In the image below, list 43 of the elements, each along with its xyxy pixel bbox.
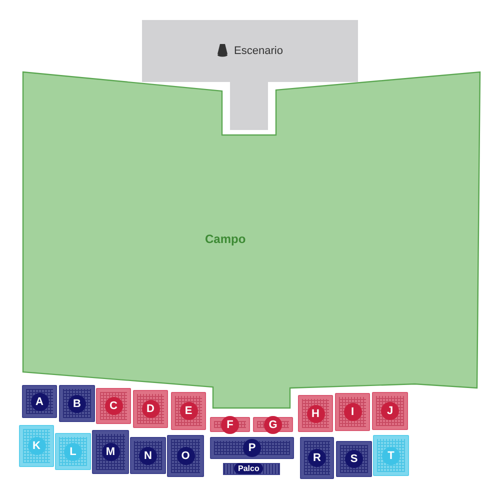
section-letter: K [28,437,46,455]
section-letter: R [308,449,326,467]
seating-section [210,417,250,432]
seating-section [59,385,95,422]
seating-section [171,392,206,430]
seating-section [373,435,409,476]
stage-label: Escenario [234,44,283,56]
section-letter: T [382,446,400,464]
section-letter: P [243,439,261,457]
seating-section [298,395,333,432]
seating-section [336,441,372,477]
section-letter: O [176,447,194,465]
seating-section [300,437,334,479]
section-letter: L [64,442,82,460]
section-letter: J [381,402,399,420]
seating-section [210,437,294,459]
seating-section [92,430,129,474]
section-letter: F [221,416,239,434]
seating-section [96,388,131,424]
seating-section [335,393,370,431]
section-letter: I [344,403,362,421]
seating-section [130,437,166,474]
section-letter: E [180,402,198,420]
section-letter: C [104,397,122,415]
seating-section [253,417,293,432]
section-letter: D [142,400,160,418]
seating-section [133,390,168,428]
section-letter: A [30,392,48,410]
seating-section [55,433,91,470]
seating-section [19,425,54,467]
section-letter: H [306,404,324,422]
section-letter: G [264,416,282,434]
section-letter: M [102,443,120,461]
seating-section [372,392,408,430]
section-letter: B [68,394,86,412]
seating-section [167,435,204,477]
seating-section [22,385,57,418]
section-label: Palco [234,463,264,474]
field-label: Campo [205,232,246,246]
box-section [223,463,280,475]
stage-area [142,20,358,130]
section-letter: S [345,450,363,468]
section-letter: N [139,446,157,464]
